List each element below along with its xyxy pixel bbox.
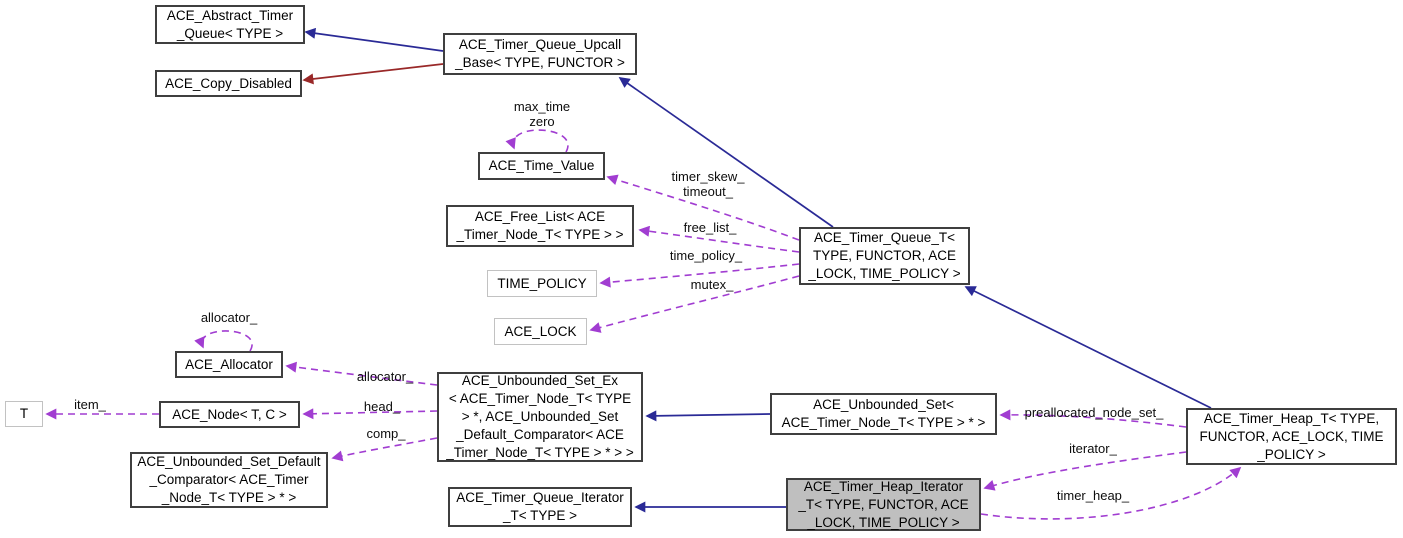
edge-label-free-list: free_list_: [683, 220, 737, 235]
edge-label-max-time-zero: max_time zero: [513, 99, 571, 129]
node-ace-unbounded-set[interactable]: ACE_Unbounded_Set< ACE_Timer_Node_T< TYP…: [770, 393, 997, 435]
edge-label-item: item_: [74, 397, 106, 412]
edge-usage-allocator: [285, 361, 438, 386]
node-time-policy: TIME_POLICY: [487, 270, 597, 297]
edge-label-comp: comp_: [366, 426, 406, 441]
edge-label-timer-skew-timeout: timer_skew_ timeout_: [671, 169, 745, 199]
edge-label-head: head_: [363, 399, 401, 414]
node-ace-timer-queue-upcall-base[interactable]: ACE_Timer_Queue_Upcall _Base< TYPE, FUNC…: [443, 33, 637, 75]
node-ace-free-list[interactable]: ACE_Free_List< ACE _Timer_Node_T< TYPE >…: [446, 205, 634, 247]
node-ace-unbounded-set-ex[interactable]: ACE_Unbounded_Set_Ex < ACE_Timer_Node_T<…: [437, 372, 643, 462]
edge-label-mutex: mutex_: [690, 277, 734, 292]
edge-label-preallocated-node-set: preallocated_node_set_: [1024, 405, 1164, 420]
edge-usage-iterator: [983, 451, 1187, 491]
edge-usage-timerheap: [980, 466, 1242, 520]
edge-usage-comp: [331, 437, 438, 462]
node-ace-timer-heap-iterator-t-current: ACE_Timer_Heap_Iterator _T< TYPE, FUNCTO…: [786, 478, 981, 531]
edge-usage-allocator-selfloop: [194, 330, 253, 352]
edge-usage-timepolicy: [599, 263, 800, 288]
node-ace-node[interactable]: ACE_Node< T, C >: [159, 401, 300, 428]
node-ace-timer-queue-iterator-t[interactable]: ACE_Timer_Queue_Iterator _T< TYPE >: [448, 487, 632, 527]
edge-label-allocator-self: allocator_: [200, 310, 258, 325]
edge-usage-head: [302, 408, 438, 420]
edge-inherit-timerqueue-to-upcallbase: [618, 77, 834, 228]
node-ace-timer-queue-t[interactable]: ACE_Timer_Queue_T< TYPE, FUNCTOR, ACE _L…: [799, 227, 970, 285]
edge-label-time-policy: time_policy_: [669, 248, 743, 263]
node-ace-time-value[interactable]: ACE_Time_Value: [478, 152, 605, 180]
node-ace-lock: ACE_LOCK: [494, 318, 587, 345]
edge-usage-timerskew-timeout: [606, 174, 800, 241]
node-ace-timer-heap-t[interactable]: ACE_Timer_Heap_T< TYPE, FUNCTOR, ACE_LOC…: [1186, 408, 1397, 465]
node-ace-abstract-timer-queue[interactable]: ACE_Abstract_Timer _Queue< TYPE >: [155, 5, 305, 44]
edge-usage-mutex: [589, 275, 800, 333]
edge-label-iterator: iterator_: [1069, 441, 1117, 456]
edge-label-allocator: allocator_: [356, 369, 414, 384]
node-ace-allocator[interactable]: ACE_Allocator: [175, 351, 283, 378]
edge-inherit-unboundedset-to-unboundedsetex: [645, 410, 771, 422]
edge-usage-freelist: [638, 225, 800, 253]
edge-inherit-timerheap-to-timerqueue: [964, 286, 1212, 409]
edge-usage-timevalue-selfloop: [505, 129, 569, 153]
edge-label-timer-heap: timer_heap_: [1056, 488, 1130, 503]
node-t-param: T: [5, 401, 43, 427]
edge-inherit-upcallbase-to-abstract: [304, 27, 444, 52]
node-ace-unbounded-set-default-comparator[interactable]: ACE_Unbounded_Set_Default _Comparator< A…: [130, 452, 328, 508]
node-ace-copy-disabled[interactable]: ACE_Copy_Disabled: [155, 70, 302, 97]
edge-private-inherit-upcallbase-to-copydisabled: [302, 63, 444, 85]
